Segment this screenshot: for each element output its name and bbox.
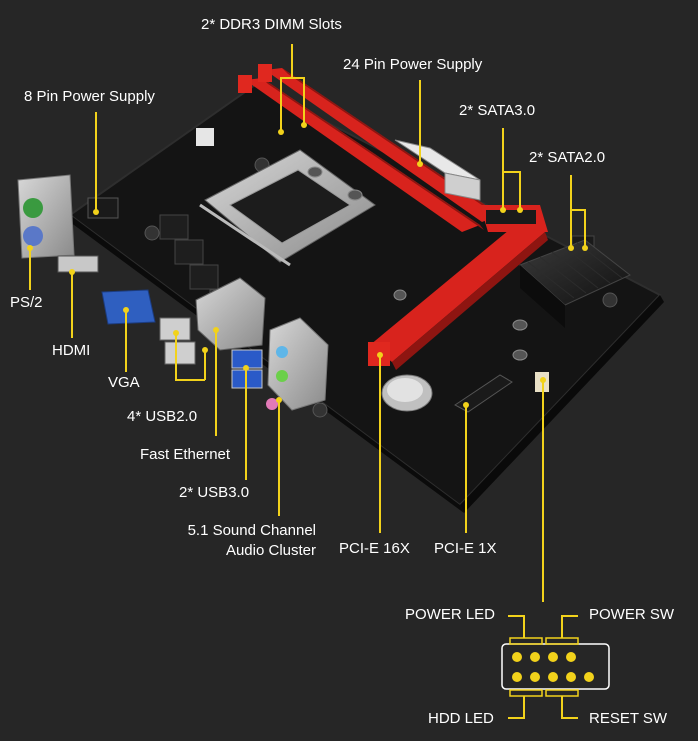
- header-pins: [512, 652, 594, 682]
- label-audio-line1: 5.1 Sound Channel: [187, 522, 316, 539]
- label-hdd-led: HDD LED: [428, 710, 494, 727]
- cpu-socket: [199, 149, 376, 267]
- audio-jack-green: [276, 370, 288, 382]
- leader-usb2: [175, 333, 205, 381]
- label-usb2: 4* USB2.0: [127, 408, 198, 425]
- vga-port: [101, 289, 156, 325]
- hdmi-port: [57, 255, 99, 273]
- label-ddr3-slots: 2* DDR3 DIMM Slots: [201, 16, 342, 33]
- ps2-port-icon: [23, 198, 43, 218]
- label-fast-ethernet: Fast Ethernet: [140, 446, 231, 463]
- audio-cluster: [267, 317, 329, 411]
- label-reset-sw: RESET SW: [589, 710, 668, 727]
- leader-hdd-led: [508, 696, 525, 719]
- label-pcie-16x: PCI-E 16X: [339, 540, 410, 557]
- motherboard-pcb: [68, 83, 664, 513]
- leader-sata3: [502, 128, 521, 210]
- leader-sata2: [570, 175, 586, 248]
- cmos-battery: [381, 374, 433, 412]
- fan-header: [196, 128, 214, 146]
- audio-jack-blue: [276, 346, 288, 358]
- label-sata3: 2* SATA3.0: [459, 102, 536, 119]
- leader-power-sw: [561, 615, 578, 638]
- label-usb3: 2* USB3.0: [179, 484, 250, 501]
- callout-dots: [27, 122, 588, 408]
- cpu-8pin-connector: [87, 197, 119, 219]
- usb2-port: [164, 341, 196, 365]
- rear-io-ports: [17, 174, 329, 411]
- callout-leader-lines: [29, 44, 586, 719]
- label-sata2: 2* SATA2.0: [529, 149, 606, 166]
- label-pcie-1x: PCI-E 1X: [434, 540, 497, 557]
- pcie-1x-slot: [454, 374, 513, 413]
- audio-jack-pink: [266, 398, 278, 410]
- label-8pin-power: 8 Pin Power Supply: [24, 88, 155, 105]
- label-hdmi: HDMI: [52, 342, 91, 359]
- ethernet-port: [195, 277, 266, 351]
- pcie-16x-slot: [368, 225, 548, 370]
- label-power-led: POWER LED: [405, 606, 496, 623]
- label-audio-line2: Audio Cluster: [225, 542, 316, 559]
- capacitors: [307, 166, 528, 361]
- ps2-port-icon: [23, 226, 43, 246]
- label-vga: VGA: [108, 374, 140, 391]
- leader-reset-sw: [561, 696, 578, 719]
- label-24pin-power: 24 Pin Power Supply: [343, 56, 483, 73]
- label-power-sw: POWER SW: [589, 606, 674, 623]
- label-ps2: PS/2: [10, 294, 43, 311]
- chipset-heatsink: [519, 239, 631, 328]
- leader-power-led: [508, 615, 525, 638]
- front-panel-header-detail: [501, 637, 610, 697]
- atx-24pin-connector: [394, 139, 481, 201]
